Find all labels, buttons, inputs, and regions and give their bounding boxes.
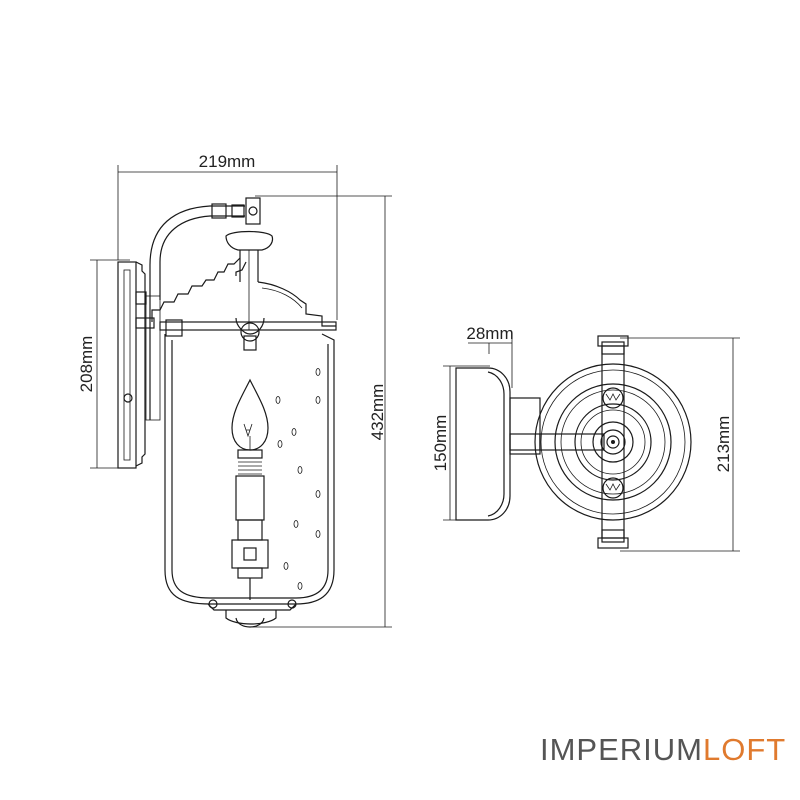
wall-arm: [149, 197, 261, 300]
bulb-thread: [238, 461, 262, 475]
brand-logo: IMPERIUMLOFT: [540, 732, 786, 768]
dimension-height-backplate: 208mm: [77, 259, 130, 469]
dimension-depth: 28mm: [466, 324, 514, 388]
lantern-top-rings: [534, 363, 692, 521]
front-view: 219mm 432mm 208mm: [77, 152, 392, 628]
dimension-width-front: 219mm: [117, 152, 338, 320]
brand-logo-part1: IMPERIUM: [540, 732, 703, 767]
dimension-label-208: 208mm: [77, 336, 96, 393]
glass-jar: [164, 333, 335, 605]
glass-bubbles: [275, 368, 321, 590]
dimension-label-219: 219mm: [199, 152, 256, 171]
lantern-bottom: [207, 599, 297, 628]
dimension-side-plate: 150mm: [431, 365, 490, 521]
dimension-side-total: 213mm: [620, 337, 740, 552]
backplate-front: [117, 261, 161, 469]
side-view: 28mm 150mm 213mm: [431, 324, 740, 552]
cross-bracket: [539, 335, 629, 549]
lantern-collar: [159, 317, 337, 351]
dimension-label-28: 28mm: [466, 324, 513, 343]
dimension-label-150: 150mm: [431, 415, 450, 472]
dimension-label-432: 432mm: [368, 384, 387, 441]
candle-bulb: [231, 378, 269, 600]
brand-logo-part2: LOFT: [703, 732, 787, 767]
dimension-height-total: 432mm: [250, 195, 392, 628]
backplate-side: [455, 367, 541, 521]
dimension-label-213: 213mm: [714, 416, 733, 473]
lantern-top: [151, 230, 336, 330]
